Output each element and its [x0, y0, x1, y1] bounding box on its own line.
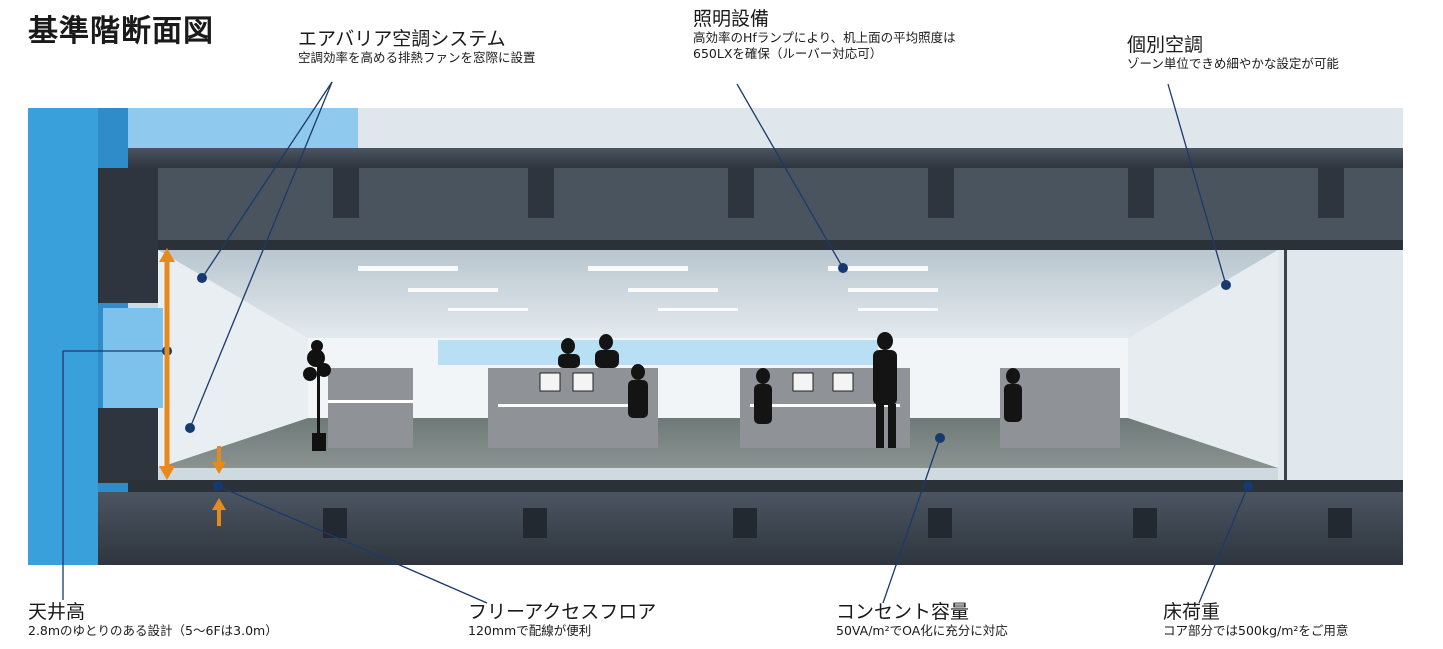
- callout-ceiling-height: 天井高 2.8mのゆとりのある設計（5〜6Fは3.0m）: [28, 601, 278, 639]
- callout-lighting: 照明設備 高効率のHfランプにより、机上面の平均照度は 650LXを確保（ルーバ…: [693, 8, 956, 62]
- callout-individual-aircon: 個別空調 ゾーン単位できめ細やかな設定が可能: [1127, 34, 1339, 72]
- callout-floor-load: 床荷重 コア部分では500kg/m²をご用意: [1163, 601, 1348, 639]
- callout-aircon-system-heading: エアバリア空調システム: [298, 28, 506, 50]
- callout-ceiling-height-description: 2.8mのゆとりのある設計（5〜6Fは3.0m）: [28, 623, 278, 638]
- callout-floor-load-description: コア部分では500kg/m²をご用意: [1163, 623, 1349, 638]
- callout-aircon-system: エアバリア空調システム 空調効率を高める排熱ファンを窓際に設置: [298, 28, 536, 66]
- cross-section-illustration: [28, 108, 1403, 565]
- callout-individual-aircon-description: ゾーン単位できめ細やかな設定が可能: [1127, 56, 1339, 71]
- callout-lighting-heading: 照明設備: [693, 8, 770, 30]
- callout-free-access-floor-heading: フリーアクセスフロア: [468, 601, 657, 623]
- callout-outlet-capacity-heading: コンセント容量: [836, 601, 970, 623]
- callout-outlet-capacity: コンセント容量 50VA/m²でOA化に充分に対応: [836, 601, 1008, 639]
- callout-floor-load-heading: 床荷重: [1163, 601, 1221, 623]
- callout-free-access-floor: フリーアクセスフロア 120mmで配線が便利: [468, 601, 656, 639]
- callout-ceiling-height-heading: 天井高: [28, 601, 86, 623]
- callout-aircon-system-description: 空調効率を高める排熱ファンを窓際に設置: [298, 50, 536, 65]
- page-title: 基準階断面図: [28, 14, 214, 49]
- callout-lighting-description-line-2: 650LXを確保（ルーバー対応可）: [693, 46, 883, 61]
- callout-individual-aircon-heading: 個別空調: [1127, 34, 1204, 56]
- callout-free-access-floor-description: 120mmで配線が便利: [468, 623, 592, 638]
- callout-outlet-capacity-description: 50VA/m²でOA化に充分に対応: [836, 623, 1008, 638]
- callout-lighting-description-line-1: 高効率のHfランプにより、机上面の平均照度は: [693, 30, 956, 45]
